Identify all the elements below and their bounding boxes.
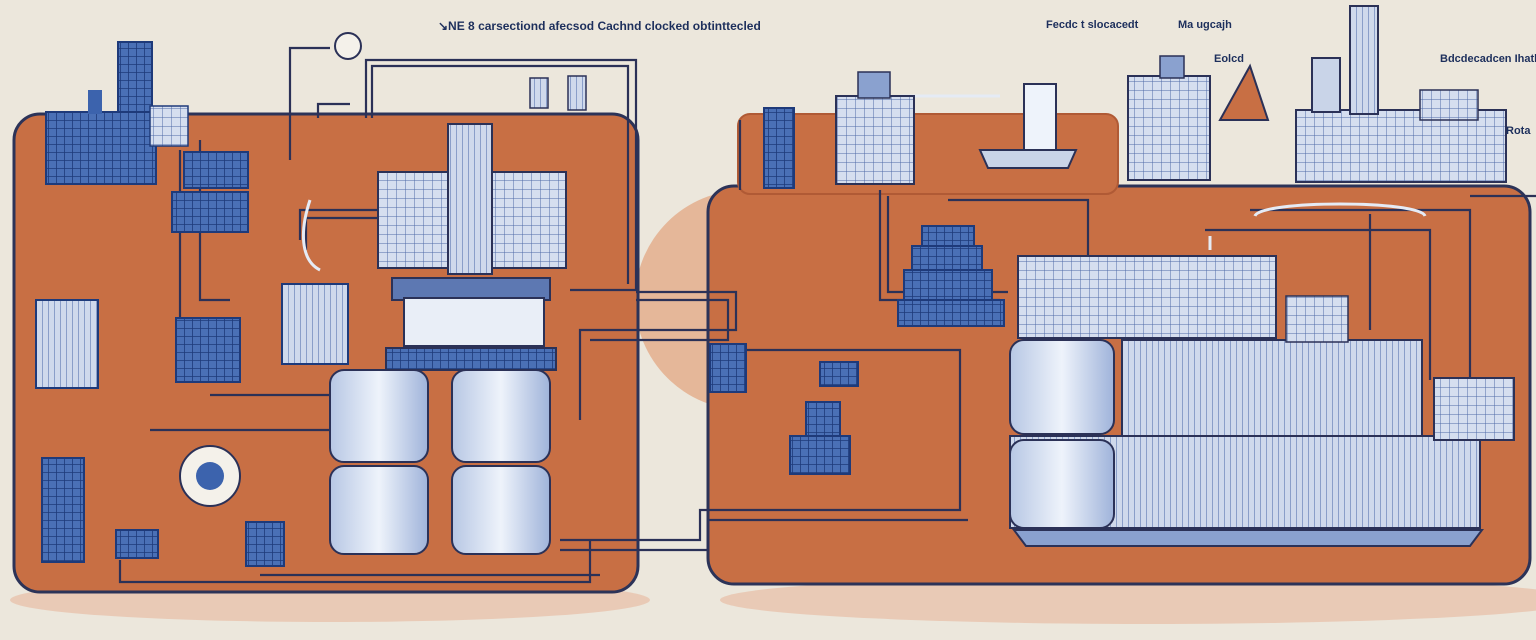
label-right-a: Eolcd xyxy=(1214,53,1244,65)
top-dial xyxy=(334,32,362,60)
left-gauge xyxy=(179,445,241,507)
left-control-unit xyxy=(175,317,241,383)
label-top-right-2: Ma ugcajh xyxy=(1178,19,1232,31)
label-right-c: Rota xyxy=(1506,125,1531,137)
mid-switch-box xyxy=(819,361,859,387)
mid-valve-unit xyxy=(709,343,747,393)
top-right-factory-skyline xyxy=(835,5,1507,185)
right-shadow xyxy=(720,576,1536,624)
mid-control-cluster xyxy=(789,401,851,475)
left-small-box xyxy=(115,529,159,559)
central-processing-tower xyxy=(377,75,587,371)
ledge-column xyxy=(763,107,795,189)
left-radiator-panel xyxy=(35,299,99,389)
left-small-cabinet xyxy=(245,521,285,567)
pipe-highlights xyxy=(301,94,1427,272)
label-top-center: ↘NE 8 carsectiond afecsod Cachnd clocked… xyxy=(438,19,761,33)
label-top-right-1: Fecdc t slocacedt xyxy=(1046,19,1139,31)
stepped-cooler xyxy=(897,225,1005,327)
left-tower-block xyxy=(45,41,189,185)
left-cabinet-stack xyxy=(171,151,249,233)
left-rack xyxy=(41,457,85,563)
label-right-b: Bdcdecadcen Ihathbcl xyxy=(1440,53,1536,65)
left-mid-radiator xyxy=(281,283,349,365)
right-main-facility xyxy=(1009,255,1515,547)
storage-tanks xyxy=(329,369,551,555)
